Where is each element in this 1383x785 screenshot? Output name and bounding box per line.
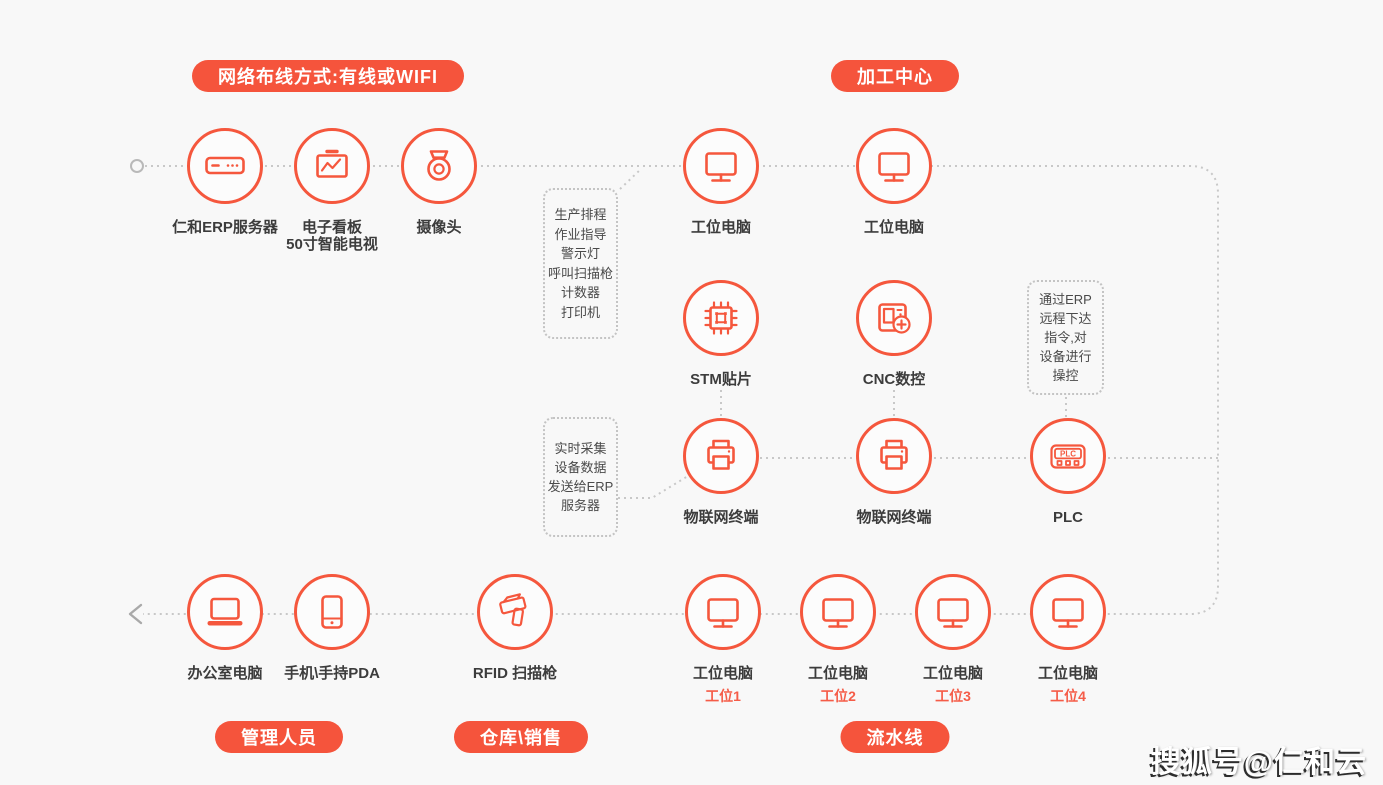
node-label: 工位电脑 bbox=[922, 665, 983, 682]
printer-icon bbox=[856, 418, 932, 494]
note-line: 作业指导 bbox=[554, 226, 607, 242]
node-erp-server: 仁和ERP服务器 bbox=[160, 128, 290, 236]
monitor-icon bbox=[856, 128, 932, 204]
chip-icon bbox=[683, 280, 759, 356]
node-plc: PLC PLC bbox=[1003, 418, 1133, 526]
kanban-tv-icon bbox=[294, 128, 370, 204]
note-line: 打印机 bbox=[560, 304, 600, 320]
node-iot-terminal-2: 物联网终端 bbox=[829, 418, 959, 526]
monitor-icon bbox=[915, 574, 991, 650]
node-rfid-scanner: RFID 扫描枪 bbox=[450, 574, 580, 682]
phone-icon bbox=[294, 574, 370, 650]
note-line: 警示灯 bbox=[560, 246, 600, 261]
kanban-label-line1: 电子看板 bbox=[301, 219, 362, 236]
printer-icon bbox=[683, 418, 759, 494]
banner-assembly-line: 流水线 bbox=[840, 721, 950, 753]
node-label: CNC数控 bbox=[862, 371, 926, 388]
node-camera: 摄像头 bbox=[374, 128, 504, 236]
note-line: 设备进行 bbox=[1039, 349, 1092, 364]
node-handheld-pda: 手机\手持PDA bbox=[267, 574, 397, 682]
note-line: 呼叫扫描枪 bbox=[547, 265, 613, 281]
node-label: 手机\手持PDA bbox=[284, 665, 380, 682]
scanner-gun-icon bbox=[477, 574, 553, 650]
line-start-dot bbox=[130, 159, 144, 173]
monitor-icon bbox=[685, 574, 761, 650]
node-label: 物联网终端 bbox=[683, 509, 759, 526]
note-line: 操控 bbox=[1052, 368, 1079, 383]
monitor-icon bbox=[1030, 574, 1106, 650]
kanban-label-line2: 50寸智能电视 bbox=[286, 236, 378, 253]
note-line: 计数器 bbox=[560, 285, 600, 300]
node-label: 电子看板 50寸智能电视 bbox=[267, 219, 397, 253]
station-number-label: 工位2 bbox=[820, 688, 856, 704]
note-line: 发送给ERP bbox=[547, 479, 614, 494]
note-line: 生产排程 bbox=[554, 207, 607, 222]
node-workstation-pc-top-1: 工位电脑 bbox=[656, 128, 786, 236]
node-label: PLC bbox=[1053, 509, 1083, 526]
node-label: 仁和ERP服务器 bbox=[172, 219, 278, 236]
laptop-icon bbox=[187, 574, 263, 650]
node-label: STM贴片 bbox=[690, 371, 752, 388]
node-kanban-tv: 电子看板 50寸智能电视 bbox=[267, 128, 397, 253]
node-workstation-pc-3: 工位电脑 工位3 bbox=[888, 574, 1018, 706]
cnc-plus-icon bbox=[856, 280, 932, 356]
node-label: 工位电脑 bbox=[807, 665, 868, 682]
note-line: 远程下达 bbox=[1039, 311, 1092, 326]
note-to-topline-connector bbox=[619, 168, 642, 190]
banner-network-cabling: 网络布线方式:有线或WIFI bbox=[192, 60, 464, 92]
main-loop-connector bbox=[143, 165, 1219, 615]
note-line: 服务器 bbox=[560, 498, 600, 513]
node-cnc: CNC数控 bbox=[829, 280, 959, 388]
banner-machining-center: 加工中心 bbox=[831, 60, 959, 92]
plc-icon-text: PLC bbox=[1060, 450, 1076, 459]
note-line: 设备数据 bbox=[554, 460, 607, 475]
station-number-label: 工位1 bbox=[705, 688, 741, 704]
note-line: 指令,对 bbox=[1044, 330, 1087, 345]
station-number-label: 工位4 bbox=[1050, 688, 1086, 704]
node-label: 工位电脑 bbox=[1037, 665, 1098, 682]
monitor-icon bbox=[683, 128, 759, 204]
node-workstation-pc-4: 工位电脑 工位4 bbox=[1003, 574, 1133, 706]
station-number-label: 工位3 bbox=[935, 688, 971, 704]
monitor-icon bbox=[800, 574, 876, 650]
node-label: 工位电脑 bbox=[863, 219, 924, 236]
arrow-left-icon bbox=[128, 603, 143, 625]
node-label: RFID 扫描枪 bbox=[472, 665, 558, 682]
note-line: 通过ERP bbox=[1039, 292, 1092, 307]
note-realtime-collect: 实时采集 设备数据 发送给ERP 服务器 bbox=[543, 417, 618, 537]
node-workstation-pc-1: 工位电脑 工位1 bbox=[658, 574, 788, 706]
node-label: 工位电脑 bbox=[690, 219, 751, 236]
note-production-functions: 生产排程 作业指导 警示灯 呼叫扫描枪 计数器 打印机 bbox=[543, 188, 618, 339]
node-label: 办公室电脑 bbox=[187, 665, 263, 682]
node-office-pc: 办公室电脑 bbox=[160, 574, 290, 682]
plc-panel-icon: PLC bbox=[1030, 418, 1106, 494]
banner-managers: 管理人员 bbox=[215, 721, 343, 753]
camera-icon bbox=[401, 128, 477, 204]
node-stm: STM贴片 bbox=[656, 280, 786, 388]
node-label: 工位电脑 bbox=[692, 665, 753, 682]
node-workstation-pc-2: 工位电脑 工位2 bbox=[773, 574, 903, 706]
note-line: 实时采集 bbox=[554, 441, 607, 456]
server-icon bbox=[187, 128, 263, 204]
node-workstation-pc-top-2: 工位电脑 bbox=[829, 128, 959, 236]
node-label: 物联网终端 bbox=[856, 509, 932, 526]
sohu-watermark: 搜狐号@仁和云 bbox=[1150, 746, 1367, 779]
note-remote-control: 通过ERP 远程下达 指令,对 设备进行 操控 bbox=[1027, 280, 1104, 395]
node-iot-terminal-1: 物联网终端 bbox=[656, 418, 786, 526]
banner-warehouse-sales: 仓库\销售 bbox=[453, 721, 589, 753]
node-label: 摄像头 bbox=[416, 219, 462, 236]
